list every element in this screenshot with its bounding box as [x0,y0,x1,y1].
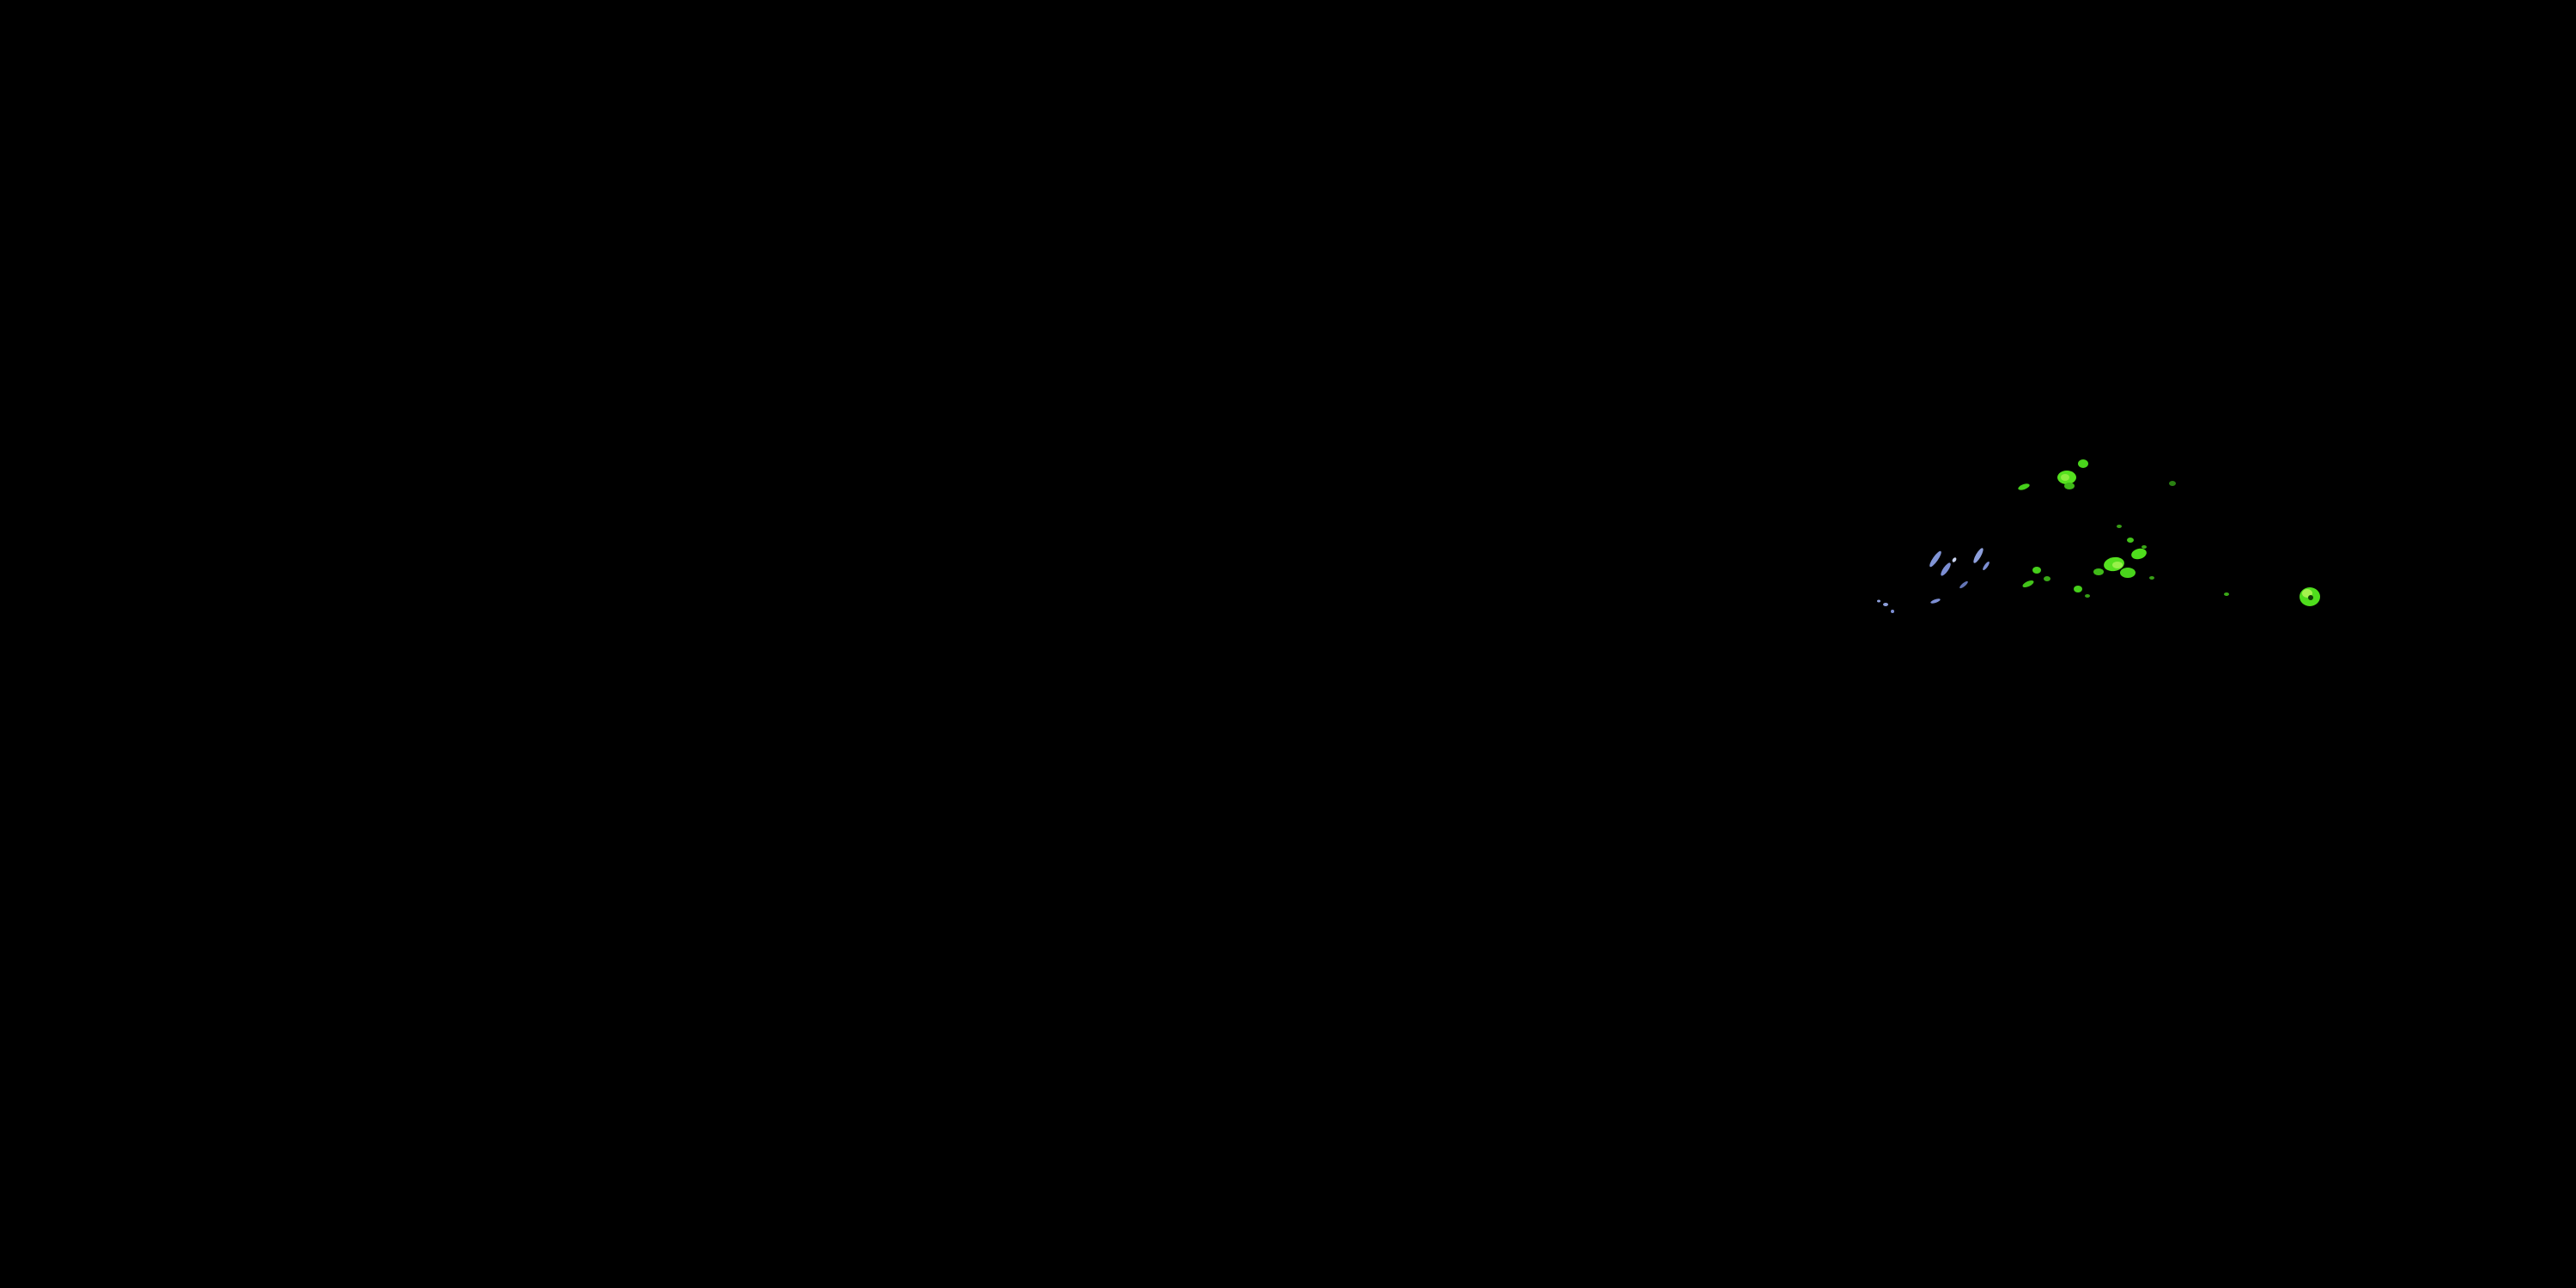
precipitation-blob [2117,525,2122,528]
precipitation-blob [2064,483,2075,489]
precipitation-blob [2149,576,2154,580]
precipitation-blob [2131,548,2147,560]
precipitation-blob [1973,548,1984,563]
precipitation-blob [2169,481,2176,486]
precipitation-blob [2085,594,2090,598]
precipitation-blob [2044,576,2050,581]
precipitation-blob [1983,561,1990,571]
precipitation-blob [1952,557,1957,562]
precipitation-blob [2120,568,2136,578]
precipitation-blob [2224,592,2229,596]
precipitation-blob [2127,538,2134,543]
precipitation-blob [1930,598,1941,604]
precipitation-blob [2032,567,2041,574]
precipitation-blob [2093,568,2104,575]
precipitation-blob [2142,545,2147,549]
precipitation-blob [2022,580,2034,588]
precipitation-blob [1891,610,1894,613]
precipitation-blob [2074,586,2082,592]
precipitation-blob [1883,603,1888,606]
precipitation-blob [2018,483,2030,490]
precipitation-blob [1929,550,1941,568]
precipitation-blob [2078,459,2088,468]
precipitation-blob [1941,562,1951,576]
precipitation-blob [1959,580,1968,589]
precipitation-blob [2061,474,2069,481]
precipitation-blob [2308,595,2313,600]
precipitation-blobs-group [1877,459,2320,613]
precipitation-blob [1877,599,1880,603]
precipitation-blob [2112,562,2123,568]
